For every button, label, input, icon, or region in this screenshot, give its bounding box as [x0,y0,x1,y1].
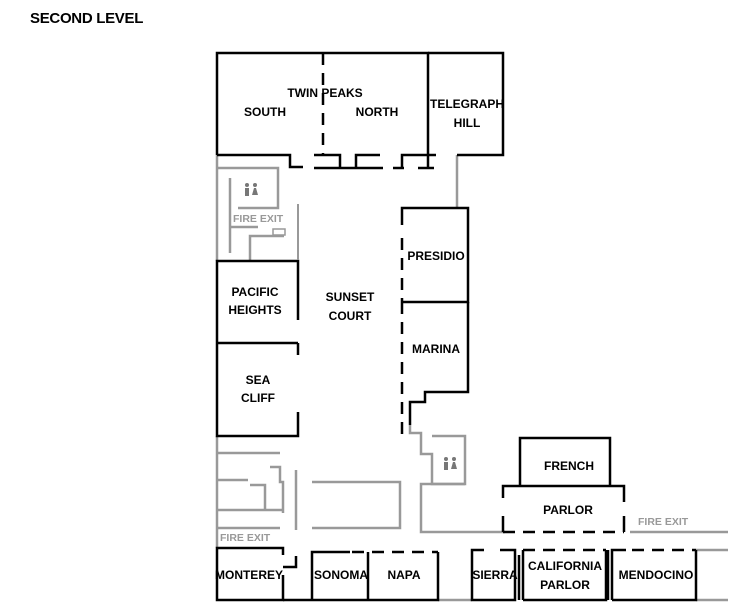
room-french[interactable] [518,436,612,486]
sunset-label-2: COURT [329,309,372,323]
sea-label-1: SEA [246,373,271,387]
room-presidio[interactable] [400,206,470,304]
gray-walls [215,155,728,602]
room-mendocino[interactable] [606,548,698,602]
room-sonoma[interactable] [310,550,370,602]
marina-label: MARINA [412,342,460,356]
fire-exit-label-top: FIRE EXIT [233,213,284,225]
room-california-parlor[interactable] [517,548,608,602]
monterey-label: MONTEREY [215,568,283,582]
sonoma-label: SONOMA [314,568,368,582]
north-label: NORTH [356,105,399,119]
telegraph-label-2: HILL [454,116,481,130]
room-telegraph-hill[interactable] [428,51,505,157]
room-sierra[interactable] [470,548,517,602]
sierra-label: SIERRA [472,568,518,582]
room-sea-cliff[interactable] [215,343,300,438]
california-label-1: CALIFORNIA [528,559,602,573]
mendocino-label: MENDOCINO [619,568,694,582]
room-monterey[interactable] [215,546,298,602]
california-label-2: PARLOR [540,578,590,592]
parlor-label: PARLOR [543,503,593,517]
sea-label-2: CLIFF [241,391,275,405]
restroom-icon [245,183,258,196]
room-sunset-court[interactable] [297,175,400,430]
sunset-label-1: SUNSET [326,290,375,304]
fire-exit-label-right: FIRE EXIT [638,516,689,528]
room-marina[interactable] [400,302,470,436]
page-title: SECOND LEVEL [30,10,144,27]
restroom-icon [444,457,457,470]
room-pacific-heights[interactable] [215,259,300,345]
south-label: SOUTH [244,105,286,119]
room-twin-peaks[interactable] [215,51,436,170]
pacific-label-2: HEIGHTS [228,303,281,317]
fire-exit-label-left: FIRE EXIT [220,532,271,544]
french-label: FRENCH [544,459,594,473]
twin-peaks-label: TWIN PEAKS [287,86,362,100]
pacific-label-1: PACIFIC [231,285,278,299]
room-napa[interactable] [352,550,440,602]
napa-label: NAPA [387,568,420,582]
room-parlor[interactable] [501,484,626,534]
telegraph-label-1: TELEGRAPH [430,97,504,111]
presidio-label: PRESIDIO [407,249,464,263]
